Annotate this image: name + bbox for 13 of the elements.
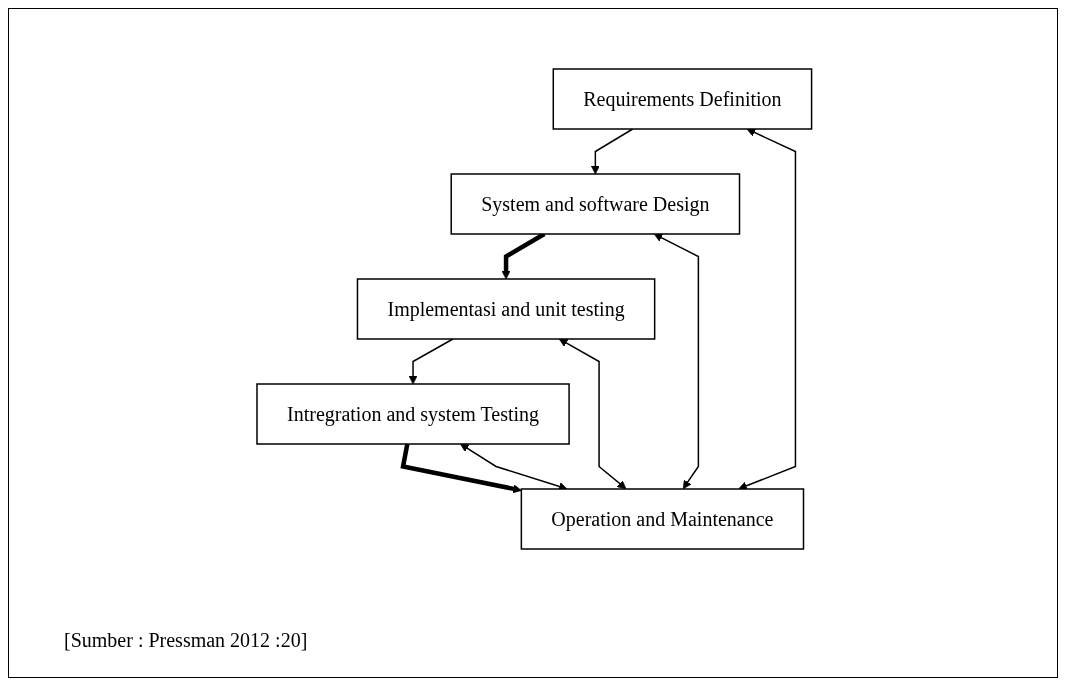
arrow xyxy=(590,128,634,175)
arrow xyxy=(408,338,454,385)
arrow xyxy=(558,338,626,490)
arrow xyxy=(400,443,522,494)
node-box: Intregration and system Testing xyxy=(255,383,570,445)
node-box: Implementasi and unit testing xyxy=(356,278,656,340)
node-box: Requirements Definition xyxy=(552,68,813,130)
arrow xyxy=(738,128,796,491)
arrow xyxy=(459,443,568,491)
node-box: System and software Design xyxy=(450,173,740,235)
node-box: Operation and Maintenance xyxy=(520,488,804,550)
arrow xyxy=(653,233,699,490)
source-caption: [Sumber : Pressman 2012 :20] xyxy=(64,629,308,652)
